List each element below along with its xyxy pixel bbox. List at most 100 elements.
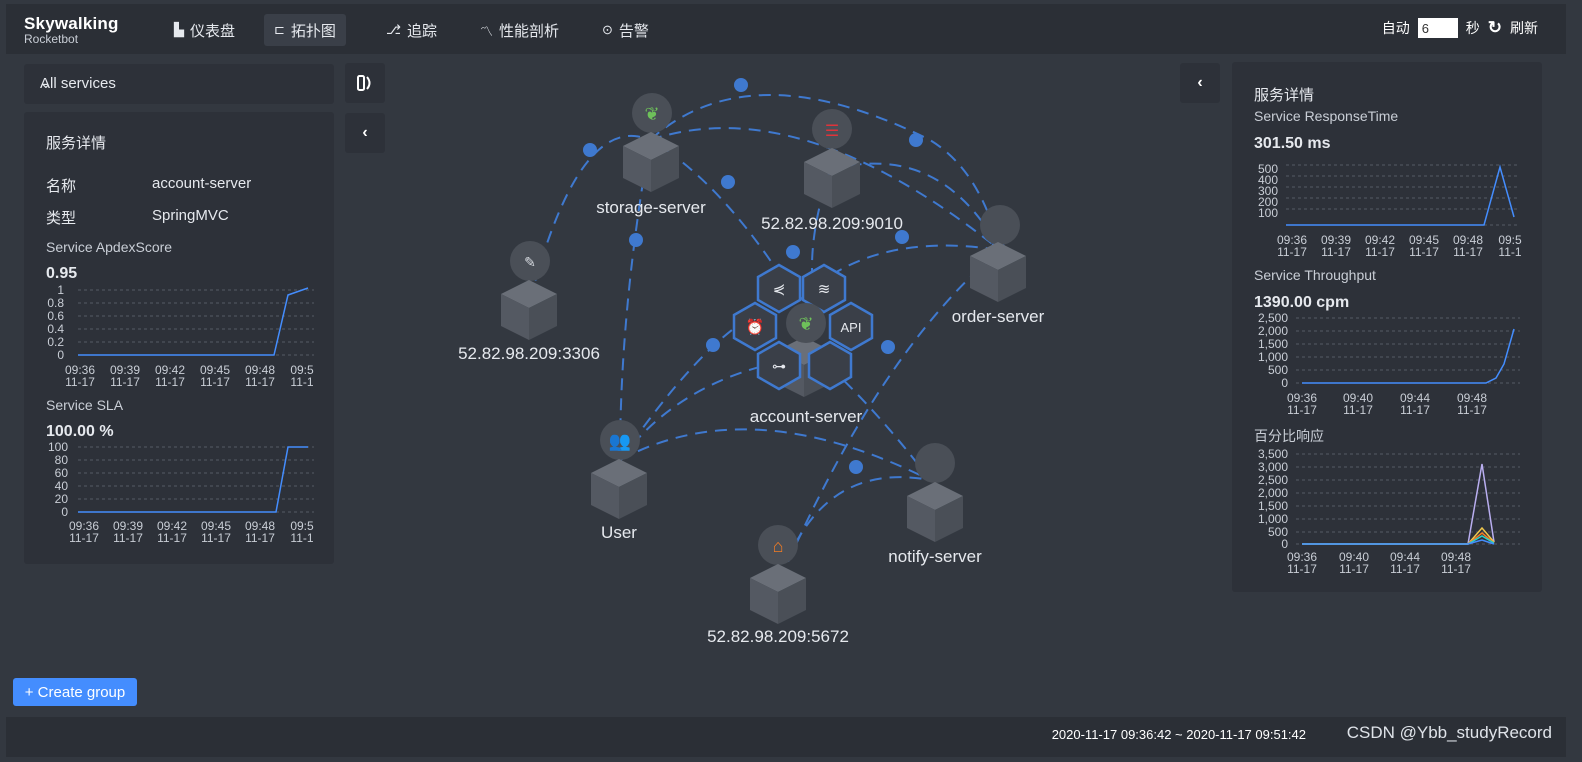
time-range[interactable]: 2020-11-17 09:36:42 ~ 2020-11-17 09:51:4… — [1051, 727, 1306, 742]
topology-view-button[interactable] — [345, 63, 385, 103]
x-tick: 09:48 — [1441, 550, 1471, 564]
y-tick: 2,500 — [1258, 312, 1288, 325]
y-tick: 3,000 — [1258, 460, 1288, 474]
nav-profile-label: 性能剖析 — [499, 22, 560, 40]
auto-interval-input[interactable] — [1417, 18, 1458, 38]
x-tick: 11-1 — [290, 531, 313, 545]
x-tick: 11-17 — [1343, 403, 1373, 417]
apdex-line — [78, 287, 309, 356]
node-storage-server[interactable]: ❦ storage-server — [596, 93, 706, 217]
x-tick: 09:36 — [1287, 550, 1317, 564]
p50-line — [1302, 539, 1495, 545]
x-tick: 09:39 — [113, 519, 143, 533]
node-label: order-server — [952, 307, 1045, 326]
nav-profile[interactable]: 〽 性能剖析 — [470, 14, 569, 46]
node-order-server[interactable]: order-server — [952, 205, 1045, 326]
x-tick: 09:44 — [1400, 391, 1430, 405]
node-mysql-3306[interactable]: ✎ 52.82.98.209:3306 — [458, 241, 600, 363]
details-title: 服务详情 — [46, 135, 107, 152]
layers-icon[interactable]: ≋ — [818, 281, 831, 298]
y-tick: 2,000 — [1258, 486, 1288, 500]
api-icon[interactable]: API — [841, 320, 862, 335]
x-tick: 11-17 — [110, 375, 140, 389]
node-redis-9010[interactable]: ☰ 52.82.98.209:9010 — [761, 109, 903, 233]
nav-topology-label: 拓扑图 — [290, 22, 336, 40]
y-tick: 0.2 — [47, 335, 64, 349]
x-tick: 09:44 — [1390, 550, 1420, 564]
x-tick: 11-17 — [155, 375, 185, 389]
response-time-chart: 500 400 300 200 100 09:36 09:39 09:42 09… — [1258, 162, 1522, 259]
x-tick: 11-17 — [1339, 562, 1369, 576]
collapse-right-button[interactable]: ‹ — [1180, 63, 1220, 103]
y-tick: 500 — [1258, 162, 1278, 176]
x-tick: 09:5 — [1498, 233, 1522, 247]
watermark: CSDN @Ybb_studyRecord — [1346, 723, 1552, 742]
service-select-value: All services — [40, 75, 116, 92]
nav-dashboard[interactable]: ▙ 仪表盘 — [164, 14, 245, 46]
node-user[interactable]: 👥 User — [591, 420, 647, 542]
trace-icon: ⎇ — [386, 22, 401, 37]
x-tick: 11-17 — [1457, 403, 1487, 417]
collapse-left-button[interactable]: ‹ — [345, 113, 385, 153]
y-tick: 0 — [61, 505, 68, 519]
x-tick: 09:45 — [201, 519, 231, 533]
logo[interactable]: Skywalking Rocketbot — [24, 14, 119, 46]
x-tick: 09:36 — [65, 363, 95, 377]
create-group-button[interactable]: + Create group — [13, 678, 137, 706]
share-icon[interactable]: ⋞ — [773, 281, 786, 298]
alarm-icon: ⊙ — [602, 22, 613, 37]
y-tick: 60 — [55, 466, 69, 480]
refresh-icon[interactable]: ↻ — [1487, 18, 1502, 37]
topology-graph: ❦ storage-server ☰ 52.82.98.209:9010 ✎ 5… — [458, 78, 1045, 646]
tree-icon[interactable]: ⊶ — [772, 358, 786, 374]
y-tick: 20 — [55, 492, 69, 506]
y-tick: 100 — [48, 442, 68, 454]
y-tick: 80 — [55, 453, 69, 467]
nav-alarm[interactable]: ⊙ 告警 — [592, 14, 659, 46]
node-account-server[interactable]: ❦ ⋞ ≋ ⏰ API ⊶ account-server — [732, 263, 874, 426]
chevron-left-icon: ‹ — [1197, 74, 1203, 91]
y-tick: 40 — [55, 479, 69, 493]
x-tick: 09:36 — [1287, 391, 1317, 405]
percentile-label: 百分比响应 — [1254, 428, 1324, 444]
x-tick: 09:39 — [1321, 233, 1351, 247]
service-select[interactable]: All services ⌄ — [24, 64, 334, 104]
y-tick: 0 — [1281, 376, 1288, 390]
logo-subtitle: Rocketbot — [24, 32, 79, 46]
response-time-line — [1286, 164, 1515, 226]
node-label: storage-server — [596, 198, 706, 217]
nav-trace[interactable]: ⎇ 追踪 — [376, 14, 447, 46]
seconds-label: 秒 — [1465, 20, 1480, 36]
node-label: account-server — [750, 407, 863, 426]
x-tick: 09:42 — [1365, 233, 1395, 247]
nav-trace-label: 追踪 — [406, 22, 437, 40]
alarm-clock-icon[interactable]: ⏰ — [746, 317, 765, 336]
x-tick: 11-17 — [1277, 245, 1307, 259]
topology-icon: ⊏ — [274, 22, 285, 37]
node-label: User — [601, 523, 637, 542]
node-notify-server[interactable]: notify-server — [888, 443, 982, 566]
mysql-icon: ✎ — [524, 254, 536, 270]
p95-line — [1302, 526, 1495, 545]
y-tick: 2,000 — [1258, 324, 1288, 338]
rabbitmq-icon: ⌂ — [773, 536, 784, 556]
x-tick: 09:40 — [1343, 391, 1373, 405]
p90-line — [1302, 532, 1495, 545]
redis-icon: ☰ — [825, 123, 839, 140]
refresh-button[interactable]: 刷新 — [1510, 20, 1538, 36]
x-tick: 11-17 — [201, 531, 231, 545]
nav-topology[interactable]: ⊏ 拓扑图 — [264, 14, 346, 46]
dashboard-icon: ▙ — [174, 22, 184, 37]
x-tick: 11-17 — [1409, 245, 1439, 259]
x-tick: 09:5 — [290, 363, 314, 377]
y-tick: 500 — [1268, 525, 1288, 539]
node-rabbitmq-5672[interactable]: ⌂ 52.82.98.209:5672 — [707, 525, 849, 646]
y-tick: 0.8 — [47, 296, 64, 310]
y-tick: 100 — [1258, 206, 1278, 220]
top-bar: Skywalking Rocketbot ▙ 仪表盘 ⊏ 拓扑图 ⎇ 追踪 〽 … — [6, 4, 1566, 54]
x-tick: 11-1 — [290, 375, 313, 389]
y-tick: 1,000 — [1258, 512, 1288, 526]
x-tick: 09:45 — [1409, 233, 1439, 247]
nav-dashboard-label: 仪表盘 — [190, 22, 236, 40]
